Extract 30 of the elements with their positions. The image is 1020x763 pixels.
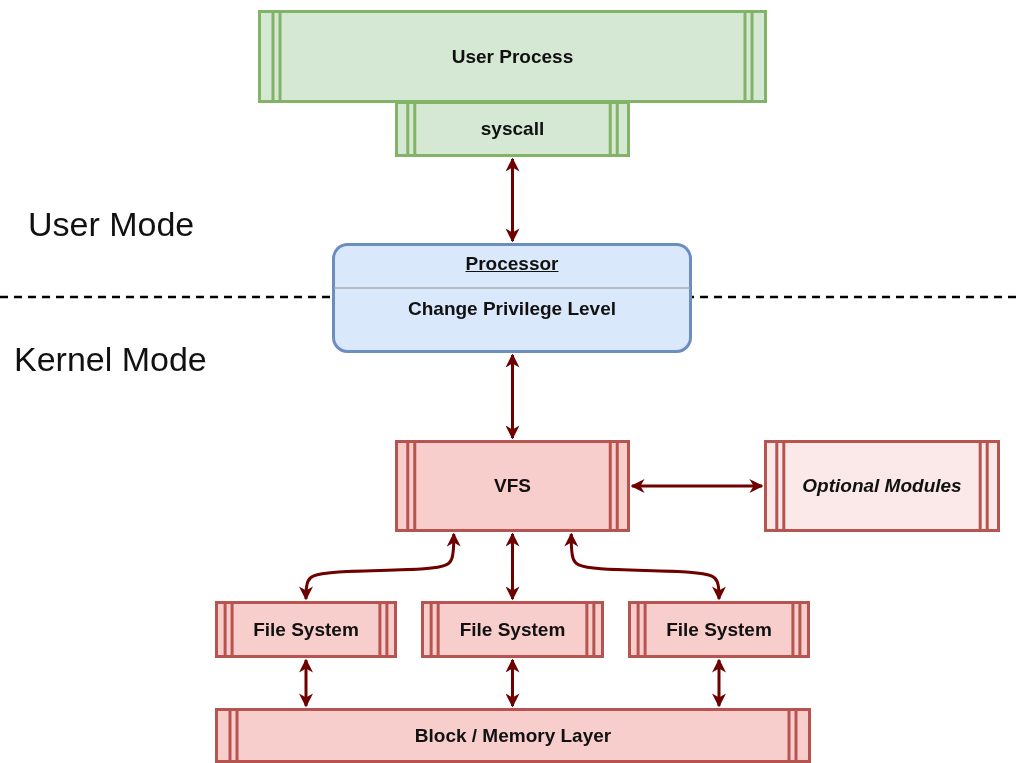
double-arrow — [505, 157, 520, 243]
double-arrow — [505, 532, 520, 601]
node-label: Block / Memory Layer — [414, 724, 612, 747]
double-arrow — [712, 658, 726, 708]
node-label: Optional Modules — [802, 475, 962, 497]
process-box — [215, 601, 397, 658]
mode-label: Kernel Mode — [14, 340, 207, 379]
double-arrow — [299, 532, 461, 601]
process-box — [628, 601, 810, 658]
process-box — [215, 708, 811, 763]
double-arrow — [564, 532, 726, 601]
node-heading: Processor — [465, 253, 559, 275]
mode-label: User Mode — [28, 205, 195, 244]
node-label: VFS — [494, 475, 531, 497]
process-box — [395, 440, 630, 532]
double-arrow — [505, 353, 520, 440]
node-label: File System — [253, 618, 359, 641]
double-arrow — [630, 479, 764, 493]
node-label: Change Privilege Level — [408, 298, 616, 320]
double-arrow — [299, 658, 313, 708]
node-label: syscall — [480, 118, 545, 140]
module-box — [764, 440, 1000, 532]
process-box — [395, 101, 630, 157]
processor-box — [332, 243, 692, 353]
double-arrow — [505, 658, 520, 708]
node-label: File System — [459, 618, 566, 641]
process-box — [421, 601, 604, 658]
process-box — [258, 10, 767, 103]
node-label: User Process — [451, 45, 574, 68]
node-label: File System — [666, 618, 772, 641]
